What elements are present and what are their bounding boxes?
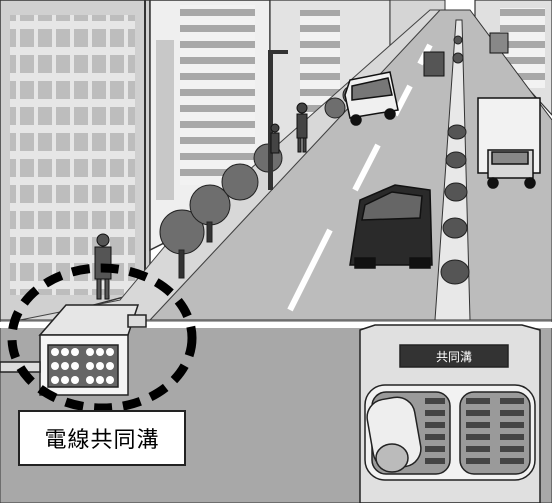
black-sedan <box>349 184 433 269</box>
pedestrian-1 <box>296 102 308 153</box>
highlight-dashed-circle <box>7 263 197 413</box>
median-shrubs <box>440 35 470 285</box>
pedestrian-2 <box>270 123 280 154</box>
white-truck <box>477 97 541 189</box>
street-lamp <box>268 50 288 190</box>
electric-cable-conduit-box <box>0 304 147 396</box>
electric-cable-conduit-label-text: 電線共同溝 <box>44 428 160 453</box>
left-office-building <box>0 0 151 331</box>
white-van <box>344 71 399 126</box>
small-car <box>423 32 509 77</box>
utility-tunnel <box>359 324 541 503</box>
middle-building <box>149 0 271 252</box>
utility-tunnel-sign-label: 共同溝 <box>436 350 472 364</box>
electric-cable-conduit-label: 電線共同溝 <box>18 410 186 466</box>
utility-tunnel-sign <box>399 344 509 368</box>
